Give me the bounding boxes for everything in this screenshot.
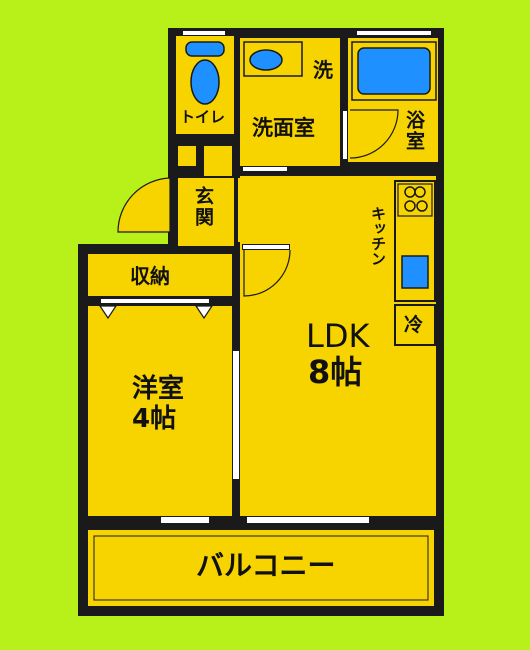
closet-marker-icon bbox=[98, 305, 118, 320]
bath-door bbox=[342, 110, 348, 160]
stove-icon bbox=[397, 183, 433, 217]
window-western-south bbox=[160, 516, 210, 524]
fridge-label: 冷 bbox=[404, 314, 424, 336]
bathtub-icon bbox=[351, 41, 437, 101]
sliding-door-western bbox=[232, 350, 240, 480]
toilet-label: トイレ bbox=[180, 108, 226, 126]
balcony bbox=[88, 530, 434, 606]
washer-label: 洗 bbox=[313, 58, 333, 82]
balcony-label: バルコニー bbox=[196, 549, 336, 582]
bath-label: 浴室 bbox=[403, 110, 425, 152]
ldk-name: LDK bbox=[306, 317, 370, 355]
closet-marker-icon bbox=[194, 305, 214, 320]
window-toilet bbox=[182, 30, 226, 36]
door-swing-icon bbox=[349, 109, 399, 159]
ldk-door-swing-icon bbox=[243, 249, 291, 297]
window-ldk-south bbox=[246, 516, 370, 524]
sink-icon bbox=[401, 255, 429, 289]
kitchen-label: キッチン bbox=[369, 206, 387, 266]
entrance-hall bbox=[178, 178, 234, 246]
fridge-space bbox=[394, 304, 436, 346]
entrance-door-icon bbox=[117, 177, 171, 233]
toilet-bowl-icon bbox=[185, 41, 225, 105]
washroom-label: 洗面室 bbox=[252, 116, 315, 140]
washer-space bbox=[306, 40, 340, 88]
western-room-size: 4帖 bbox=[132, 404, 177, 434]
entrance-label: 玄関 bbox=[192, 186, 214, 228]
window-bath bbox=[356, 30, 432, 36]
western-room bbox=[88, 306, 232, 516]
balcony-rail bbox=[93, 535, 429, 601]
western-room-name: 洋室 bbox=[132, 374, 185, 404]
window-storage bbox=[100, 298, 210, 304]
washbasin-icon bbox=[243, 41, 303, 77]
storage-closet bbox=[88, 254, 232, 296]
door-ldk-top bbox=[242, 244, 290, 250]
storage-label: 収納 bbox=[130, 264, 170, 288]
shoe-box-small bbox=[178, 146, 196, 166]
door-washroom bbox=[242, 166, 288, 172]
ldk-size: 8帖 bbox=[308, 353, 363, 391]
shoe-box bbox=[204, 146, 232, 176]
